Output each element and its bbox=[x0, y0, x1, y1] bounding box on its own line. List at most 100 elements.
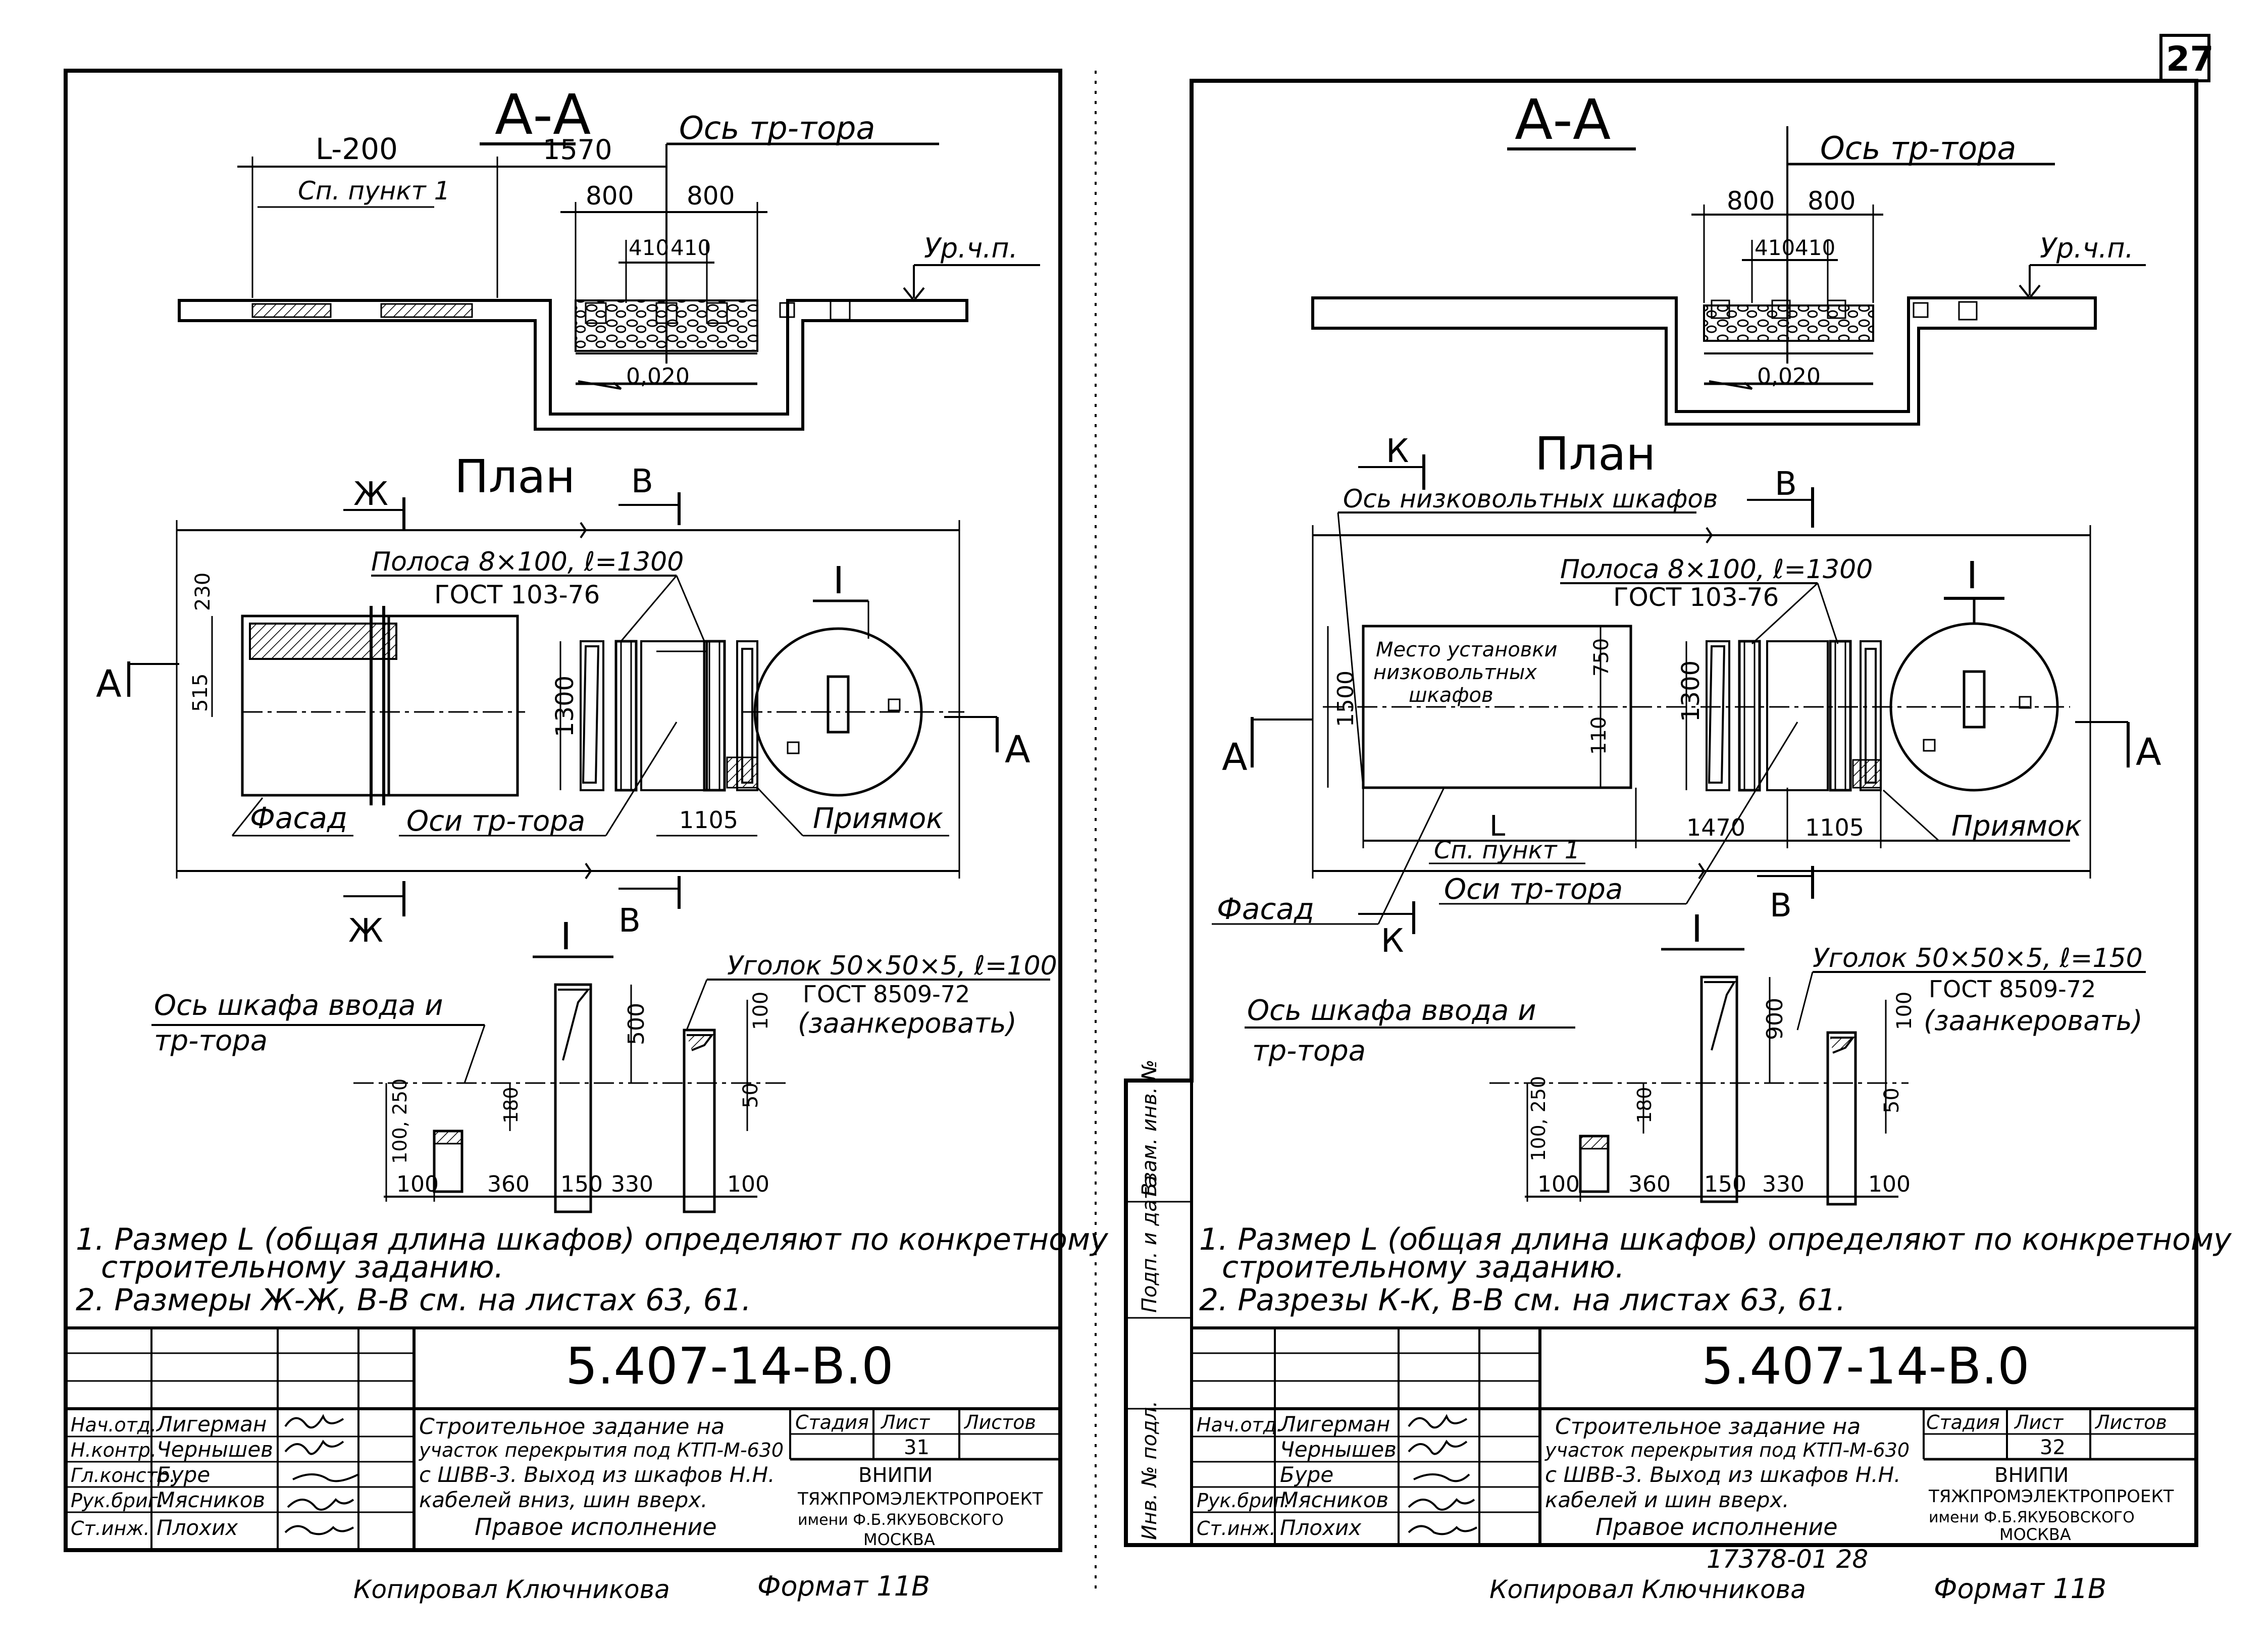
right-sheet-stage-label-label: Стадия bbox=[1926, 1411, 2000, 1433]
right-sheet-d-100-a-label: 100 bbox=[1537, 1171, 1580, 1197]
right-sheet-facade-label: Фасад bbox=[1217, 892, 1314, 926]
left-sheet-dim-410-b-label: 410 bbox=[671, 235, 711, 260]
right-sheet: Взам. инв. № Подп. и дата Инв. № подл. А… bbox=[1124, 79, 2232, 1605]
right-sheet-angle-spec-label: Уголок 50×50×5, ℓ=150 bbox=[1813, 943, 2143, 973]
right-sheet-cut-v-bottom-label: В bbox=[1770, 887, 1792, 925]
left-sheet-org-line1-label: ВНИПИ bbox=[858, 1464, 933, 1487]
side-label-inv: Инв. № подл. bbox=[1138, 1401, 1161, 1540]
plan-view-right: План К В К В А А Ось низковольтных шкафо… bbox=[1212, 428, 2161, 960]
right-sheet-roles-3-label: Рук.бриг. bbox=[1197, 1490, 1290, 1512]
right-sheet-angle-gost-label: ГОСТ 8509-72 bbox=[1929, 976, 2096, 1003]
format-label-right: Формат 11В bbox=[1934, 1573, 2106, 1605]
right-sheet-d-180-label: 180 bbox=[1633, 1087, 1656, 1123]
left-sheet-dim-800-a-label: 800 bbox=[586, 181, 634, 211]
notes: 1. Размер L (общая длина шкафов) определ… bbox=[76, 1222, 1109, 1318]
left-sheet-roles-0-label: Нач.отд. bbox=[71, 1414, 157, 1436]
right-sheet-detail-title-label: I bbox=[1691, 907, 1703, 951]
right-sheet-place-3-label: шкафов bbox=[1409, 684, 1493, 707]
right-sheet-sheet-no-label: 32 bbox=[2040, 1436, 2066, 1459]
left-sheet-description-lines-3-label: кабелей вниз, шин вверх. bbox=[419, 1487, 707, 1512]
left-sheet-description-lines-1-label: участок перекрытия под КТП-М-630 bbox=[419, 1439, 784, 1461]
left-sheet-note1-line2-label: строительному заданию. bbox=[101, 1250, 504, 1285]
right-sheet-note2-label: 2. Разрезы К-К, В-В см. на листах 63, 61… bbox=[1199, 1282, 1846, 1318]
left-sheet-cut-zh-bottom-label: Ж bbox=[348, 912, 383, 950]
left-sheet-dim-1570-label: 1570 bbox=[543, 134, 612, 166]
left-sheet-strip-gost-label: ГОСТ 103-76 bbox=[434, 580, 600, 609]
right-sheet-d-150-label: 150 bbox=[1704, 1171, 1746, 1197]
left-sheet-names-1-label: Чернышев bbox=[157, 1437, 273, 1462]
left-sheet-facade-label: Фасад bbox=[250, 801, 347, 835]
left-sheet-org-line2-label: ТЯЖПРОМЭЛЕКТРОПРОЕКТ bbox=[797, 1489, 1043, 1509]
right-sheet-note1-line1-label: 1. Размер L (общая длина шкафов) определ… bbox=[1199, 1222, 2232, 1257]
left-sheet-names-0-label: Лигерман bbox=[156, 1412, 267, 1436]
right-sheet-variant-label: Правое исполнение bbox=[1595, 1513, 1838, 1541]
left-sheet-d-330-label: 330 bbox=[611, 1171, 653, 1197]
right-sheet-slope-label: 0,020 bbox=[1757, 364, 1821, 389]
right-sheet-d-330-label: 330 bbox=[1762, 1171, 1805, 1197]
page-number: 27 bbox=[2159, 34, 2214, 82]
right-sheet-d-100-250-label: 100, 250 bbox=[1527, 1076, 1550, 1161]
left-sheet-d-500-label: 500 bbox=[624, 1003, 649, 1045]
left-sheet-detail-title-label: I bbox=[560, 915, 572, 958]
right-sheet-dim-800-a-label: 800 bbox=[1727, 186, 1775, 216]
left-sheet-plan-title-label: План bbox=[454, 450, 575, 503]
left-sheet-dim-230-label: 230 bbox=[191, 573, 215, 611]
right-sheet-see-item-1-label: Сп. пункт 1 bbox=[1434, 836, 1580, 864]
right-sheet-dim-1105-label: 1105 bbox=[1805, 814, 1864, 841]
right-sheet-dim-1500-label: 1500 bbox=[1333, 671, 1359, 727]
right-sheet-cabinet-axis-1-label: Ось шкафа ввода и bbox=[1247, 994, 1536, 1027]
archive-number: 17378-01 28 bbox=[1707, 1545, 1868, 1574]
left-sheet-node-ref-label: I bbox=[833, 559, 844, 602]
left-sheet-strip-label: Полоса 8×100, ℓ=1300 bbox=[371, 547, 684, 577]
right-sheet-d-100-b-label: 100 bbox=[1868, 1171, 1911, 1197]
left-sheet-angle-spec-label: Уголок 50×50×5, ℓ=100 bbox=[727, 951, 1057, 981]
left-sheet-transformer-axis-label: Ось тр-тора bbox=[679, 110, 875, 146]
right-sheet-place-2-label: низковольтных bbox=[1373, 661, 1537, 684]
left-sheet-roles-3-label: Рук.бриг. bbox=[71, 1490, 164, 1512]
left-sheet-description-lines-2-label: с ШВВ-3. Выход из шкафов Н.Н. bbox=[419, 1462, 775, 1487]
right-sheet-cabinet-axis-2-label: тр-тора bbox=[1252, 1035, 1366, 1067]
left-sheet-sheets-label-label: Листов bbox=[963, 1411, 1036, 1433]
right-sheet-d-100-v-label: 100 bbox=[1893, 992, 1916, 1030]
left-sheet-section-title-label: А-А bbox=[495, 82, 591, 147]
title-block: 5.407-14-В.0 Нач.отд. Н.контр. Гл.констр… bbox=[66, 1326, 1060, 1550]
left-sheet-roles-2-label: Гл.констр. bbox=[71, 1464, 176, 1486]
left-sheet-variant-label: Правое исполнение bbox=[475, 1513, 717, 1541]
right-sheet-sheet-label-label: Лист bbox=[2014, 1411, 2064, 1433]
left-sheet-d-100-250-label: 100, 250 bbox=[389, 1079, 411, 1164]
right-sheet-doc-code-label: 5.407-14-В.0 bbox=[1702, 1337, 2030, 1396]
right-sheet-dim-750-label: 750 bbox=[1590, 638, 1613, 677]
side-label-sign: Подп. и дата bbox=[1138, 1175, 1161, 1313]
right-sheet-d-900-label: 900 bbox=[1762, 998, 1788, 1040]
right-sheet-transformer-axis-label: Ось тр-тора bbox=[1820, 130, 2016, 167]
left-sheet-floor-level-label: Ур.ч.п. bbox=[924, 232, 1018, 264]
right-sheet-names-3-label: Мясников bbox=[1280, 1487, 1388, 1512]
plan-view: План Ж В Ж В А А bbox=[96, 450, 1030, 950]
right-sheet-sheets-label-label: Листов bbox=[2094, 1411, 2167, 1433]
left-sheet-roles-4-label: Ст.инж. bbox=[71, 1517, 150, 1540]
right-sheet-description-lines-1-label: участок перекрытия под КТП-М-630 bbox=[1544, 1439, 1910, 1461]
left-sheet-sheet-label-label: Лист bbox=[880, 1411, 931, 1433]
left-sheet-d-100-b-label: 100 bbox=[727, 1171, 769, 1197]
right-sheet-org-line3-label: имени Ф.Б.ЯКУБОВСКОГО bbox=[1929, 1509, 2135, 1526]
right-sheet-roles-0-label: Нач.отд. bbox=[1197, 1414, 1282, 1436]
right-sheet-dim-110-label: 110 bbox=[1587, 716, 1611, 755]
left-sheet-stage-label-label: Стадия bbox=[795, 1411, 869, 1433]
left-sheet-names-3-label: Мясников bbox=[157, 1487, 265, 1512]
right-sheet-lv-axis-label: Ось низковольтных шкафов bbox=[1343, 484, 1718, 514]
right-sheet-floor-level-label: Ур.ч.п. bbox=[2040, 232, 2134, 264]
right-sheet-description-lines-0-label: Строительное задание на bbox=[1555, 1414, 1861, 1440]
right-sheet-strip-gost-label: ГОСТ 103-76 bbox=[1613, 583, 1779, 612]
notes-right: 1. Размер L (общая длина шкафов) определ… bbox=[1199, 1222, 2232, 1318]
left-sheet-pit-label: Приямок bbox=[813, 802, 943, 835]
left-sheet-names-4-label: Плохих bbox=[157, 1515, 238, 1540]
detail-node-i-right: I Уголок 50×50×5, ℓ=150 ГОСТ 8509-72 (за… bbox=[1245, 907, 2146, 1206]
left-sheet-see-item-1-label: Сп. пункт 1 bbox=[298, 176, 450, 206]
left-sheet-d-180-label: 180 bbox=[500, 1087, 522, 1123]
right-sheet-dim-l-label: L bbox=[1489, 810, 1505, 843]
left-sheet-cut-v-top-label: В bbox=[631, 463, 653, 500]
right-sheet-names-0-label: Лигерман bbox=[1279, 1412, 1390, 1436]
right-sheet-dim-410-a-label: 410 bbox=[1755, 235, 1795, 260]
right-sheet-dim-800-b-label: 800 bbox=[1808, 186, 1855, 216]
